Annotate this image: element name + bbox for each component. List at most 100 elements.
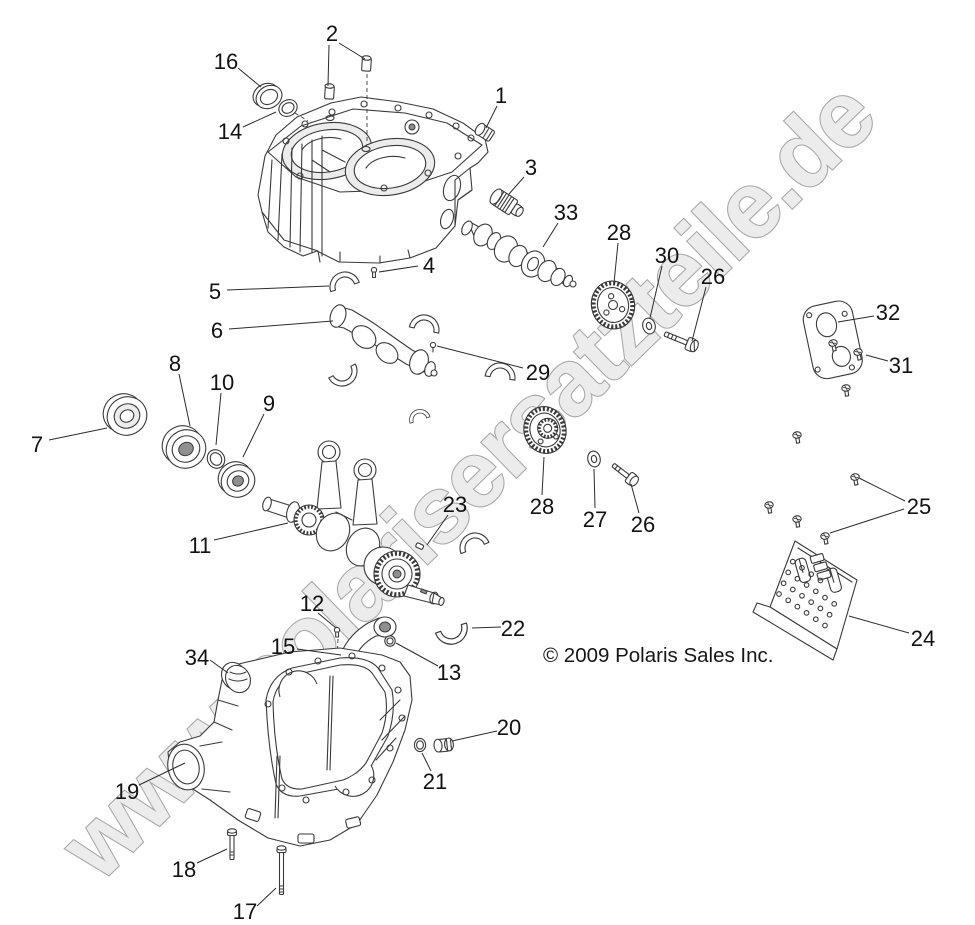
callout-leader-34 xyxy=(209,659,229,674)
callout-label-31: 31 xyxy=(889,353,913,378)
callout-leader-25 xyxy=(829,508,905,534)
callout-label-13: 13 xyxy=(437,660,461,685)
callout-leader-9 xyxy=(242,413,265,458)
plate-hole xyxy=(785,569,792,576)
upper-crankcase-half xyxy=(257,96,489,264)
bolt-26-bottom xyxy=(611,463,640,487)
callout-label-15: 15 xyxy=(271,634,295,659)
callout-label-10: 10 xyxy=(210,370,234,395)
plate-hole xyxy=(776,591,782,597)
callout-leader-21 xyxy=(421,752,432,772)
o-ring-14 xyxy=(278,99,309,122)
callout-label-27: 27 xyxy=(583,507,607,532)
washer-27 xyxy=(587,450,601,468)
callout-label-3: 3 xyxy=(525,155,537,180)
callout-label-23: 23 xyxy=(443,492,467,517)
breather-plate-24 xyxy=(752,540,858,661)
diagram-artwork xyxy=(102,55,865,896)
plug-34 xyxy=(220,661,252,694)
plate-holes xyxy=(776,558,838,629)
plate-hole xyxy=(789,558,796,565)
callout-leader-28-bottom xyxy=(541,456,545,496)
callout-leader-23 xyxy=(426,514,449,546)
callout-label-1: 1 xyxy=(495,83,507,108)
callout-leader-7 xyxy=(48,427,108,441)
plate-hole xyxy=(799,592,805,599)
callout-leader-13 xyxy=(395,642,439,667)
callout-label-16: 16 xyxy=(214,49,238,74)
callout-leader-24 xyxy=(848,615,910,634)
lower-crankcase-half xyxy=(167,647,413,847)
balance-shaft-6 xyxy=(329,304,438,377)
plate-hole xyxy=(803,582,810,588)
plate-hole xyxy=(817,577,824,584)
callout-label-32: 32 xyxy=(876,300,900,325)
o-ring-alignment-dash xyxy=(294,112,309,122)
callout-leader-31 xyxy=(865,354,889,362)
callout-leader-3 xyxy=(508,176,525,195)
callout-leader-4 xyxy=(378,265,419,273)
oil-seal-7 xyxy=(102,393,148,436)
callout-label-7: 7 xyxy=(31,432,43,457)
callout-label-6: 6 xyxy=(211,318,223,343)
bolt-17 xyxy=(276,845,287,896)
callout-label-12: 12 xyxy=(300,591,324,616)
plate-hole xyxy=(794,575,801,582)
callout-leader-6 xyxy=(228,320,334,330)
plate-hole xyxy=(826,611,833,618)
plate-hole xyxy=(812,616,819,623)
callout-leader-1 xyxy=(485,105,498,129)
callout-label-9: 9 xyxy=(263,391,275,416)
plate-hole xyxy=(803,610,810,616)
callout-label-28-top: 28 xyxy=(607,220,631,245)
callout-leader-28-top xyxy=(613,242,619,284)
callout-leader-2 xyxy=(338,42,366,60)
plate-hole xyxy=(822,594,828,601)
bearing-9 xyxy=(217,461,256,498)
callout-label-29: 29 xyxy=(526,360,550,385)
callout-leader-17 xyxy=(256,887,277,907)
gear-28-bottom xyxy=(523,406,567,454)
callouts: 1234567891011121314151617181920212223242… xyxy=(31,21,935,924)
callout-label-22: 22 xyxy=(501,616,525,641)
callout-leader-32 xyxy=(837,315,875,323)
callout-label-20: 20 xyxy=(497,715,521,740)
callout-leader-27 xyxy=(593,468,596,509)
woodruff-key-23 xyxy=(415,542,425,550)
callout-leader-5 xyxy=(226,285,330,291)
callout-label-21: 21 xyxy=(423,769,447,794)
plate-hole xyxy=(812,588,819,595)
callout-label-26-top: 26 xyxy=(701,264,725,289)
callout-leader-16 xyxy=(237,67,262,88)
callout-leader-12 xyxy=(317,612,337,629)
callout-leader-30 xyxy=(649,265,663,319)
plug-20 xyxy=(433,737,454,753)
plate-hole xyxy=(785,597,792,604)
callout-label-24: 24 xyxy=(911,626,935,651)
plate-hole xyxy=(808,599,815,605)
callout-label-33: 33 xyxy=(554,200,578,225)
callout-leader-29 xyxy=(436,345,524,369)
bearing-8 xyxy=(161,425,207,469)
callout-label-34: 34 xyxy=(185,645,209,670)
plate-hole xyxy=(789,586,796,593)
copyright-text: © 2009 Polaris Sales Inc. xyxy=(543,644,773,667)
plate-hole xyxy=(831,601,838,607)
callout-leader-14 xyxy=(242,111,277,128)
callout-leader-2 xyxy=(327,44,330,87)
callout-leader-10 xyxy=(215,392,222,446)
plate-hole xyxy=(794,603,801,610)
callout-label-8: 8 xyxy=(169,351,181,376)
callout-leader-22 xyxy=(471,626,502,629)
callout-label-19: 19 xyxy=(115,779,139,804)
callout-leader-8 xyxy=(178,373,191,427)
callout-leader-11 xyxy=(213,522,289,541)
callout-label-11: 11 xyxy=(189,533,212,558)
callout-label-4: 4 xyxy=(423,253,435,278)
callout-label-5: 5 xyxy=(209,279,221,304)
callout-leader-18 xyxy=(196,848,228,864)
balance-shaft-bolt-29 xyxy=(429,341,437,349)
callout-label-30: 30 xyxy=(655,243,679,268)
plate-hole xyxy=(822,622,828,629)
